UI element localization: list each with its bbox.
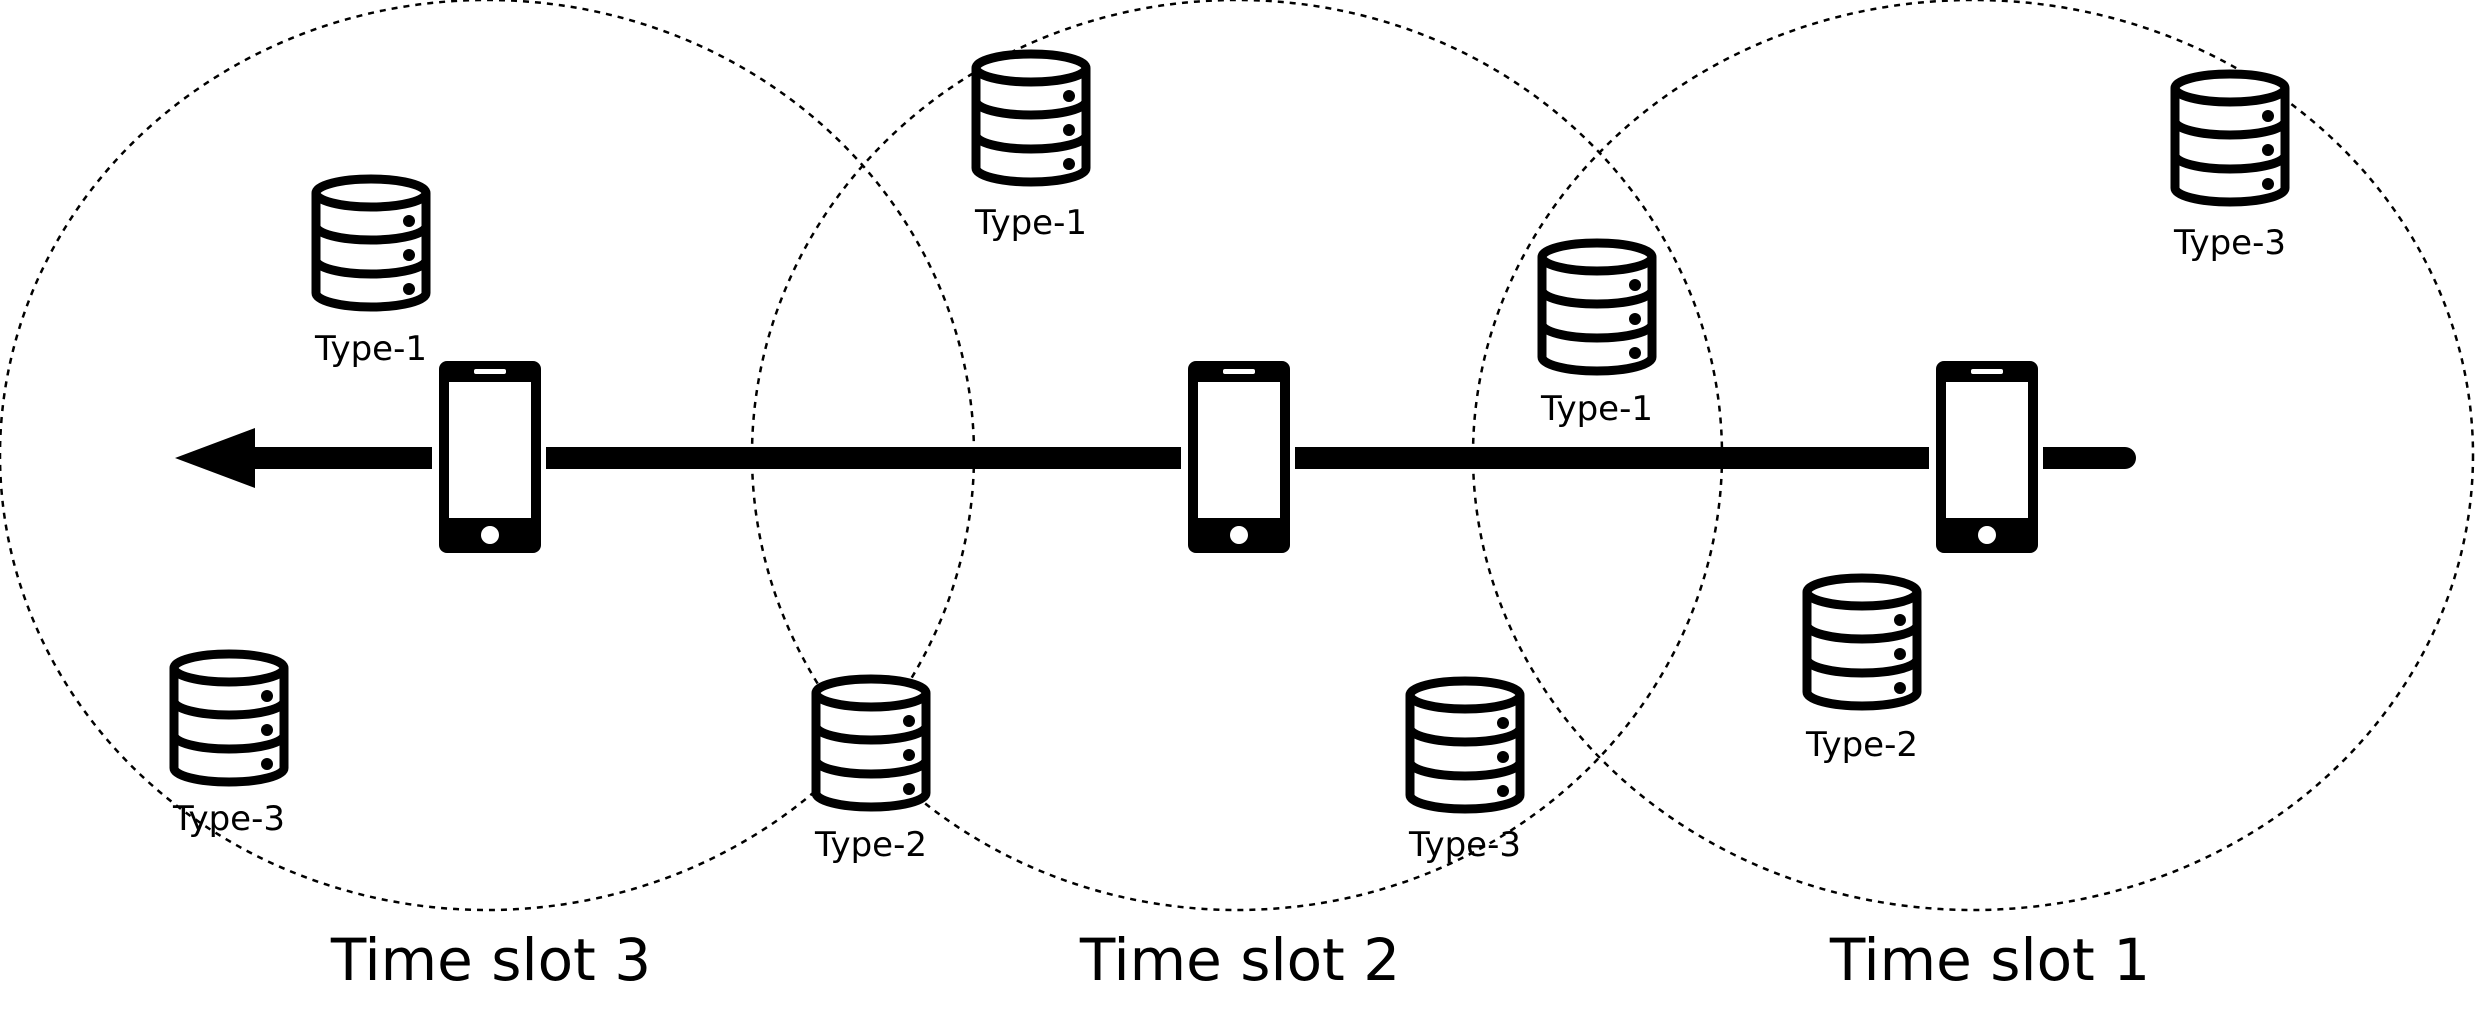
server-label: Type-2 xyxy=(814,825,927,865)
time-slot-label: Time slot 2 xyxy=(1079,926,1400,994)
server-label: Type-3 xyxy=(1408,825,1521,865)
time-slot-label: Time slot 1 xyxy=(1829,926,2150,994)
database-icon xyxy=(174,654,284,782)
server-label: Type-1 xyxy=(974,203,1087,243)
server-label: Type-3 xyxy=(172,799,285,839)
smartphone-icon xyxy=(1188,361,1290,553)
database-icon xyxy=(976,54,1086,182)
server-label: Type-3 xyxy=(2173,223,2286,263)
server-label: Type-2 xyxy=(1805,725,1918,765)
arrow-left-icon xyxy=(175,428,255,488)
database-icon xyxy=(1410,681,1520,809)
smartphone-icon xyxy=(1936,361,2038,553)
server-label: Type-1 xyxy=(1540,389,1653,429)
database-icon xyxy=(1807,578,1917,706)
smartphone-icon xyxy=(439,361,541,553)
time-slot-label: Time slot 3 xyxy=(330,926,651,994)
database-icon xyxy=(1542,243,1652,371)
database-icon xyxy=(2175,74,2285,202)
database-icon xyxy=(816,679,926,807)
database-icon xyxy=(316,179,426,307)
server-label: Type-1 xyxy=(314,329,427,369)
